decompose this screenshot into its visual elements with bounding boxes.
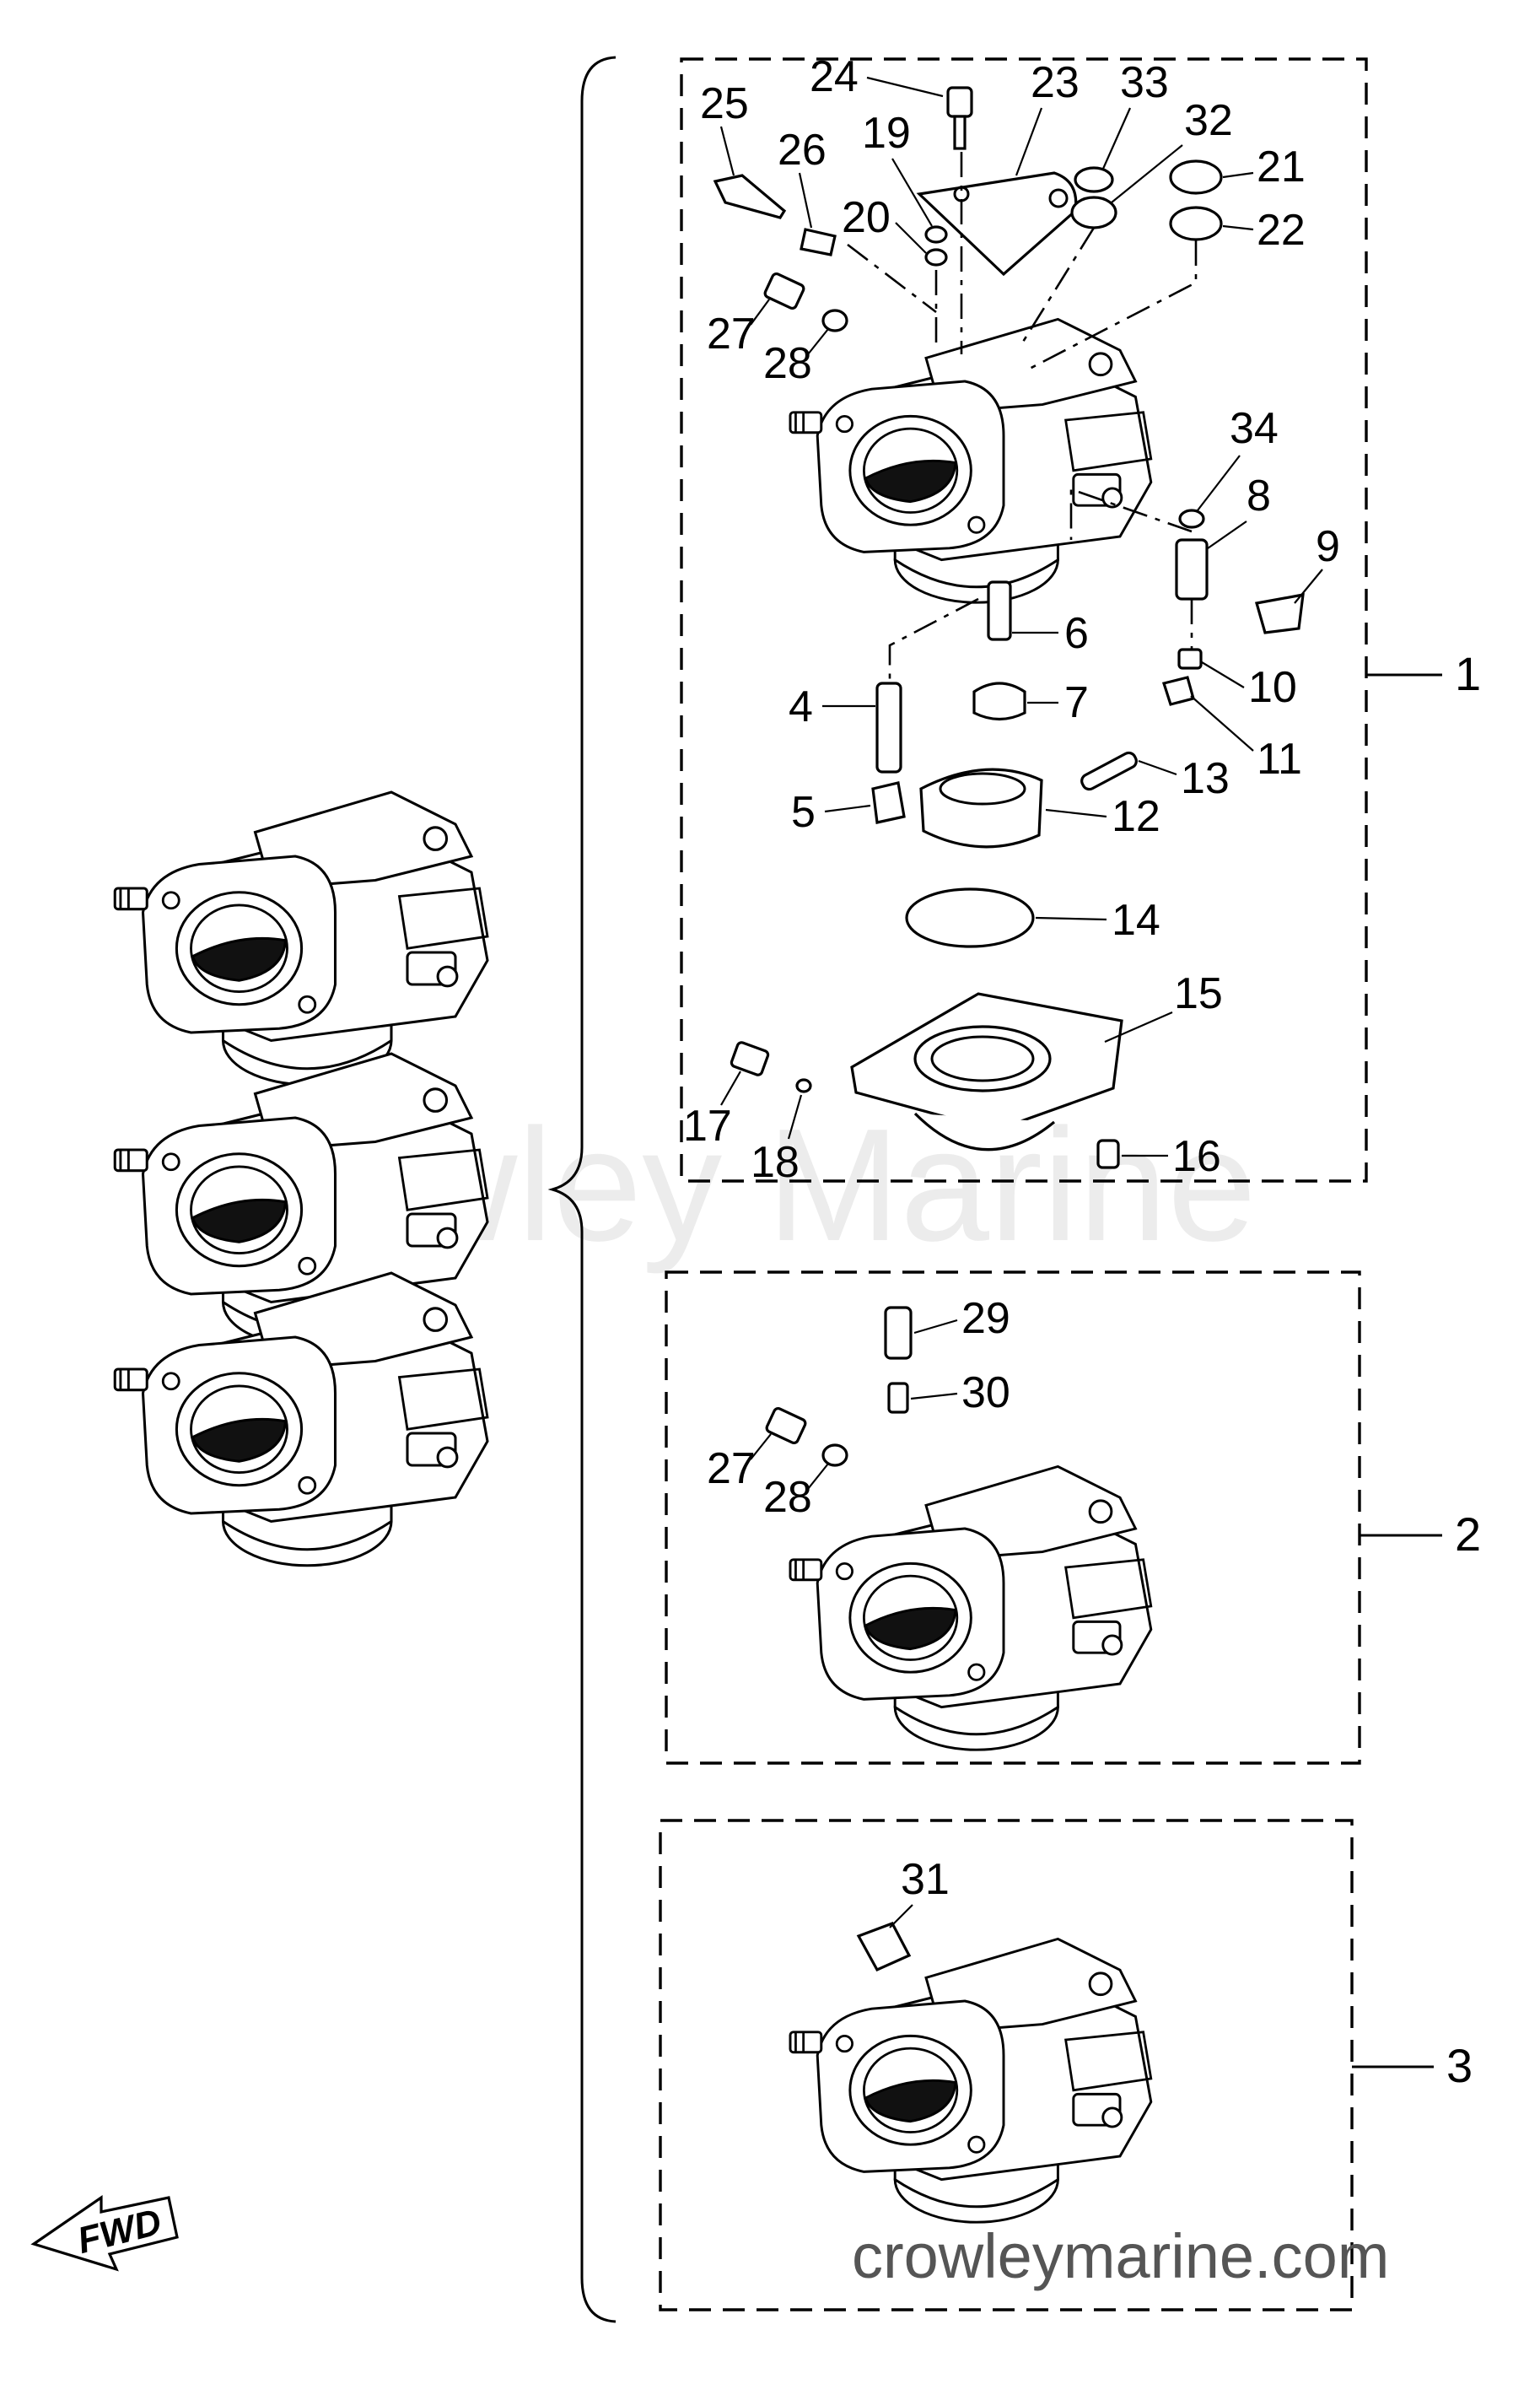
part-19-ring: [924, 225, 948, 244]
callout-13: 13: [1181, 754, 1230, 803]
callout-28: 28: [763, 339, 812, 388]
callout-10: 10: [1248, 663, 1297, 712]
callout-19: 19: [862, 109, 911, 158]
callout-27: 27: [707, 310, 756, 359]
part-20-ring: [924, 248, 948, 267]
part-16-screw: [1096, 1139, 1120, 1169]
carburetor-stack: [113, 790, 489, 1567]
callout-15: 15: [1174, 969, 1223, 1018]
group-box-1: [680, 57, 1368, 1183]
part-27-screw: [763, 272, 805, 310]
callout-32: 32: [1184, 96, 1233, 145]
callout-22: 22: [1257, 206, 1306, 255]
part-30-spring: [887, 1382, 909, 1414]
callout-30: 30: [961, 1368, 1010, 1417]
callout-4: 4: [789, 682, 813, 731]
callout-25: 25: [700, 79, 749, 128]
callout-27-group-2: 27: [707, 1444, 756, 1493]
callout-20: 20: [842, 193, 891, 242]
part-32-plug: [1070, 196, 1117, 229]
forward-direction-arrow: FWD: [30, 2194, 179, 2272]
callout-31: 31: [901, 1855, 950, 1904]
group-number-3: 3: [1446, 2039, 1473, 2092]
part-22-cap: [1169, 206, 1223, 241]
part-26-spring: [800, 228, 837, 256]
stack-carburetor-bottom: [113, 1271, 489, 1567]
part-21-cap: [1169, 159, 1223, 195]
stack-carburetor-top: [113, 790, 489, 1087]
watermark-url: crowleymarine.com: [852, 2221, 1389, 2291]
grouping-brace: [547, 56, 617, 2323]
part-5-nozzle: [871, 781, 906, 824]
callout-33: 33: [1120, 58, 1169, 107]
part-24-screw: [946, 86, 973, 118]
part-11-screw: [1161, 676, 1195, 706]
callout-12: 12: [1112, 792, 1160, 841]
callout-6: 6: [1064, 609, 1089, 658]
part-27-screw-group-2: [765, 1406, 807, 1445]
callout-26: 26: [778, 126, 827, 175]
callout-23: 23: [1031, 58, 1080, 107]
callout-labels: 24 23 33 32 21 22 25 19 26 20 27 28 34 8…: [683, 52, 1340, 1928]
part-6-jet: [987, 580, 1012, 641]
part-10-screw: [1177, 648, 1203, 670]
carburetor-body-group-2: [789, 1464, 1153, 1751]
part-4-tube: [875, 682, 902, 774]
callout-17: 17: [683, 1102, 732, 1151]
callout-8: 8: [1247, 472, 1271, 520]
callout-28-group-2: 28: [763, 1473, 812, 1522]
part-28-washer-group-2: [821, 1443, 848, 1467]
callout-14: 14: [1112, 896, 1160, 945]
callout-7: 7: [1064, 678, 1089, 727]
callout-9: 9: [1316, 522, 1340, 571]
callout-18: 18: [751, 1138, 800, 1187]
part-31-starter: [856, 1922, 912, 1972]
callout-16: 16: [1172, 1132, 1221, 1181]
group-box-3: [659, 1819, 1354, 2311]
group-number-1: 1: [1455, 647, 1481, 700]
part-7-cap: [972, 682, 1026, 721]
callout-5: 5: [791, 788, 816, 837]
part-33-oring: [1074, 166, 1114, 193]
group-number-2: 2: [1455, 1508, 1481, 1561]
group-box-2: [665, 1270, 1361, 1765]
callout-34: 34: [1230, 404, 1279, 453]
part-9-gasket: [1254, 593, 1305, 634]
part-28-washer: [821, 309, 848, 332]
callout-24: 24: [810, 52, 859, 101]
part-14-gasket: [905, 887, 1035, 948]
part-34-oring: [1178, 509, 1205, 529]
part-8-needle-valve: [1175, 538, 1209, 601]
callout-21: 21: [1257, 143, 1306, 191]
part-12-float: [919, 768, 1043, 849]
part-18-ring: [795, 1078, 812, 1093]
part-13-pin: [1080, 751, 1138, 791]
part-25-screw: [713, 174, 787, 219]
carburetor-body-group-3: [789, 1937, 1153, 2224]
part-29-screw: [884, 1306, 913, 1360]
carburetor-body-group-1: [789, 317, 1153, 604]
callout-11: 11: [1257, 735, 1302, 784]
part-17-screw: [730, 1041, 770, 1076]
callout-29: 29: [961, 1294, 1010, 1343]
